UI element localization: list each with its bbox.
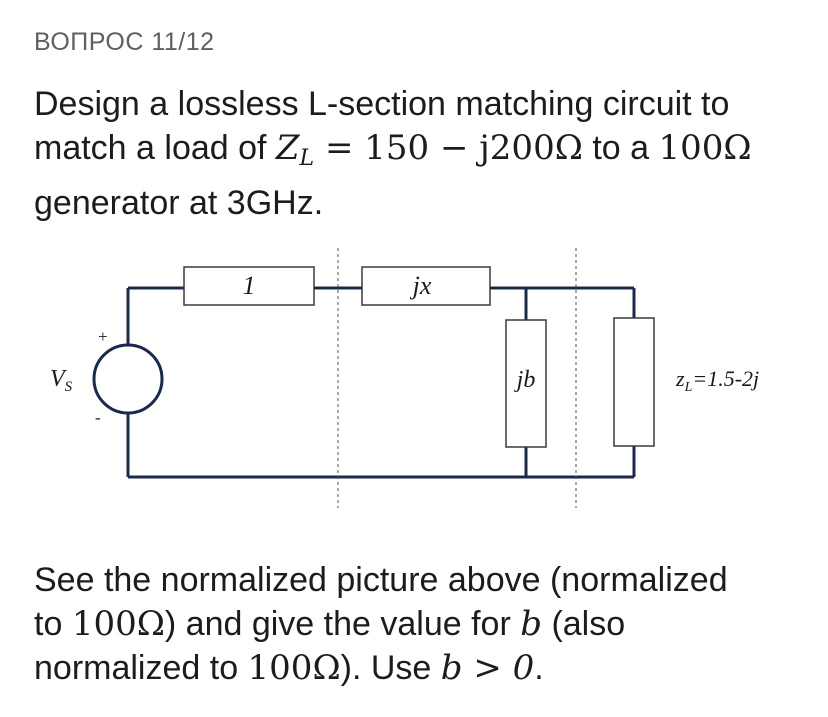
load-label-z: z <box>675 366 685 391</box>
prompt-line-1: See the normalized picture above (normal… <box>34 561 728 599</box>
series-element-label: jx <box>410 271 432 300</box>
question-line-3: generator at 3GHz. <box>34 184 324 222</box>
prompt-line-3-prefix: normalized to <box>34 649 248 687</box>
source-label-subscript: S <box>65 379 73 395</box>
load-label-value: =1.5-2j <box>692 366 759 391</box>
generator-impedance: 100Ω <box>658 128 752 168</box>
shunt-element <box>505 319 547 448</box>
question-line-2-prefix: match a load of <box>34 129 276 167</box>
prompt-line-2: to 100Ω) and give the value for b (also <box>34 602 804 646</box>
b-symbol: b <box>520 604 542 644</box>
load-impedance-value: = 150 − j200Ω <box>314 128 583 168</box>
question-line-2: match a load of ZL = 150 − j200Ω to a 10… <box>34 126 804 181</box>
question-counter: ВОПРОС 11/12 <box>34 28 215 56</box>
question-line-2-mid: to a <box>582 129 659 167</box>
source-label-v: V <box>50 366 67 392</box>
circuit-svg: 1 jx jb zL=1.5-2j + - VS <box>50 248 759 508</box>
answer-prompt: See the normalized picture above (normal… <box>34 558 804 690</box>
question-line-1: Design a lossless L-section matching cir… <box>34 85 730 123</box>
source-label: VS <box>50 366 73 395</box>
question-text: Design a lossless L-section matching cir… <box>34 82 804 225</box>
line-element <box>183 266 315 306</box>
prompt-line-3: normalized to 100Ω). Use b > 0. <box>34 646 804 690</box>
prompt-line-2-prefix: to <box>34 605 72 643</box>
circuit-diagram: 1 jx jb zL=1.5-2j + - VS <box>0 240 828 520</box>
line-element-label: 1 <box>243 271 256 300</box>
prompt-normalization-value-2: 100Ω <box>247 648 341 688</box>
prompt-line-2-tail: (also <box>542 605 626 643</box>
load-element <box>613 317 655 447</box>
series-element <box>361 266 491 306</box>
prompt-normalization-value: 100Ω <box>71 604 165 644</box>
zl-subscript: L <box>299 146 315 171</box>
voltage-source <box>92 343 164 415</box>
load-label: zL=1.5-2j <box>675 366 759 395</box>
b-condition: b > 0 <box>440 648 535 688</box>
source-minus-sign: - <box>95 408 101 427</box>
prompt-line-3-mid: ). Use <box>340 649 441 687</box>
load-label-subscript: L <box>684 380 693 395</box>
shunt-element-label: jb <box>514 367 536 393</box>
source-plus-sign: + <box>97 327 108 346</box>
zl-symbol: Z <box>275 128 300 168</box>
prompt-line-2-suffix: ) and give the value for <box>164 605 521 643</box>
prompt-line-3-end: . <box>534 649 544 687</box>
circuit-wires <box>126 286 636 479</box>
